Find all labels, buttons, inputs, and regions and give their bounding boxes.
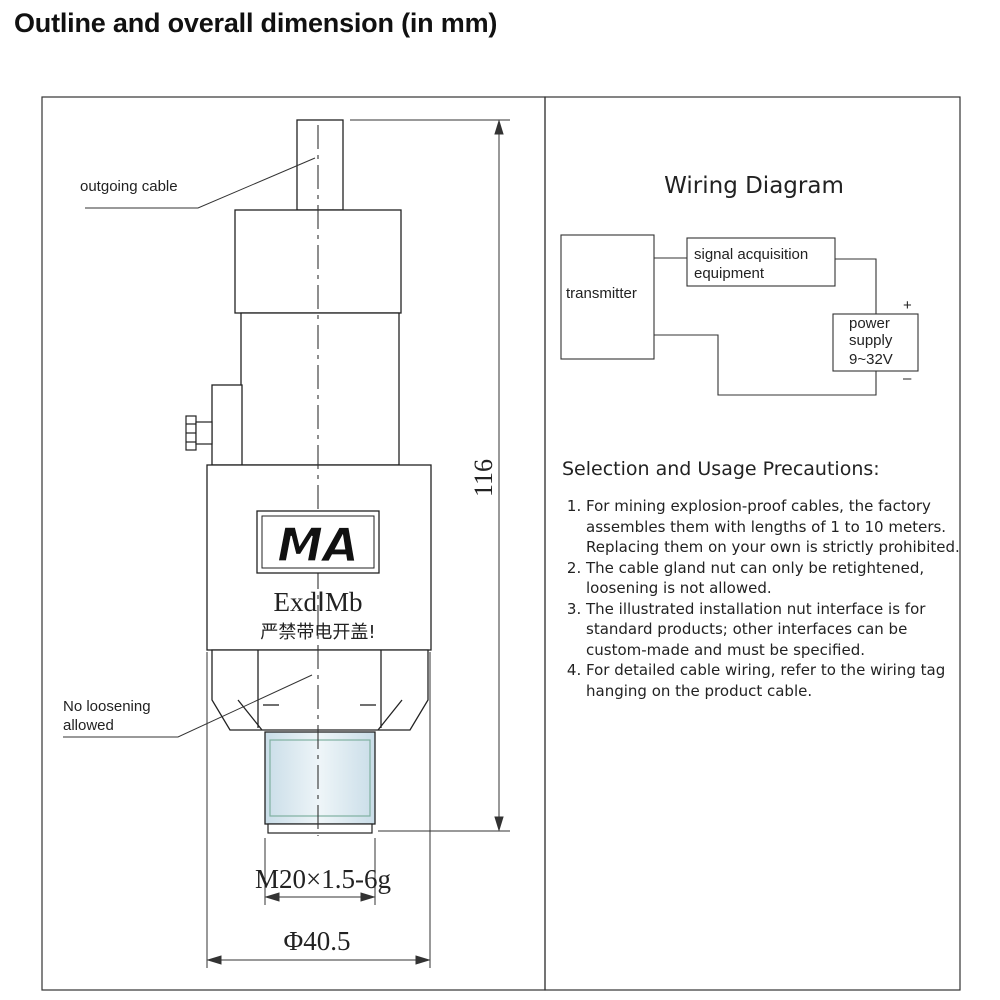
wiring-lines: [654, 257, 877, 396]
minus-sign: –: [903, 370, 912, 387]
dim-thread-label: M20×1.5-6g: [255, 864, 391, 894]
callout-nut-line: [63, 674, 313, 738]
thread-dimension: [264, 838, 376, 905]
precaution-item: The cable gland nut can only be retighte…: [586, 558, 962, 599]
dim-diameter-label: Φ40.5: [284, 926, 351, 956]
wiring-title: Wiring Diagram: [664, 173, 844, 199]
outgoing-cable: [296, 119, 344, 211]
upper-body: [240, 312, 400, 466]
callout-nut-label-1: No loosening: [63, 698, 151, 715]
power-label-3: 9~32V: [849, 351, 893, 368]
ma-logo: MA: [256, 510, 380, 574]
dim-height-label: 116: [469, 459, 498, 497]
side-bracket: [211, 384, 243, 466]
screw-head-icon: [185, 415, 213, 451]
precautions-list: For mining explosion-proof cables, the f…: [562, 496, 962, 701]
diameter-dimension: [206, 652, 431, 968]
ex-marking: ExdⅠMb: [274, 587, 363, 617]
transmitter-label: transmitter: [566, 285, 637, 302]
height-dimension: [350, 119, 510, 832]
threaded-stem: [264, 731, 376, 834]
hex-nut: [211, 649, 429, 731]
precautions-section: Selection and Usage Precautions: For min…: [562, 458, 962, 701]
transmitter-box: [560, 234, 655, 360]
precaution-item: For mining explosion-proof cables, the f…: [586, 496, 962, 558]
precautions-title: Selection and Usage Precautions:: [562, 458, 880, 480]
signal-label-2: equipment: [694, 265, 765, 282]
power-label-1: power: [849, 315, 890, 332]
callout-nut-label-2: allowed: [63, 717, 114, 734]
callout-cable-label: outgoing cable: [80, 178, 178, 195]
plus-sign: +: [903, 297, 912, 314]
signal-acquisition-box: [686, 237, 836, 287]
power-label-2: supply: [849, 332, 893, 349]
signal-label-1: signal acquisition: [694, 246, 808, 263]
callout-cable-line: [85, 157, 316, 209]
ma-logo-text: MA: [277, 518, 358, 572]
precaution-item: The illustrated installation nut interfa…: [586, 599, 962, 661]
frame-right: [544, 96, 961, 991]
precaution-item: For detailed cable wiring, refer to the …: [586, 660, 962, 701]
page-title: Outline and overall dimension (in mm): [14, 8, 498, 38]
warning-text: 严禁带电开盖!: [260, 622, 375, 643]
